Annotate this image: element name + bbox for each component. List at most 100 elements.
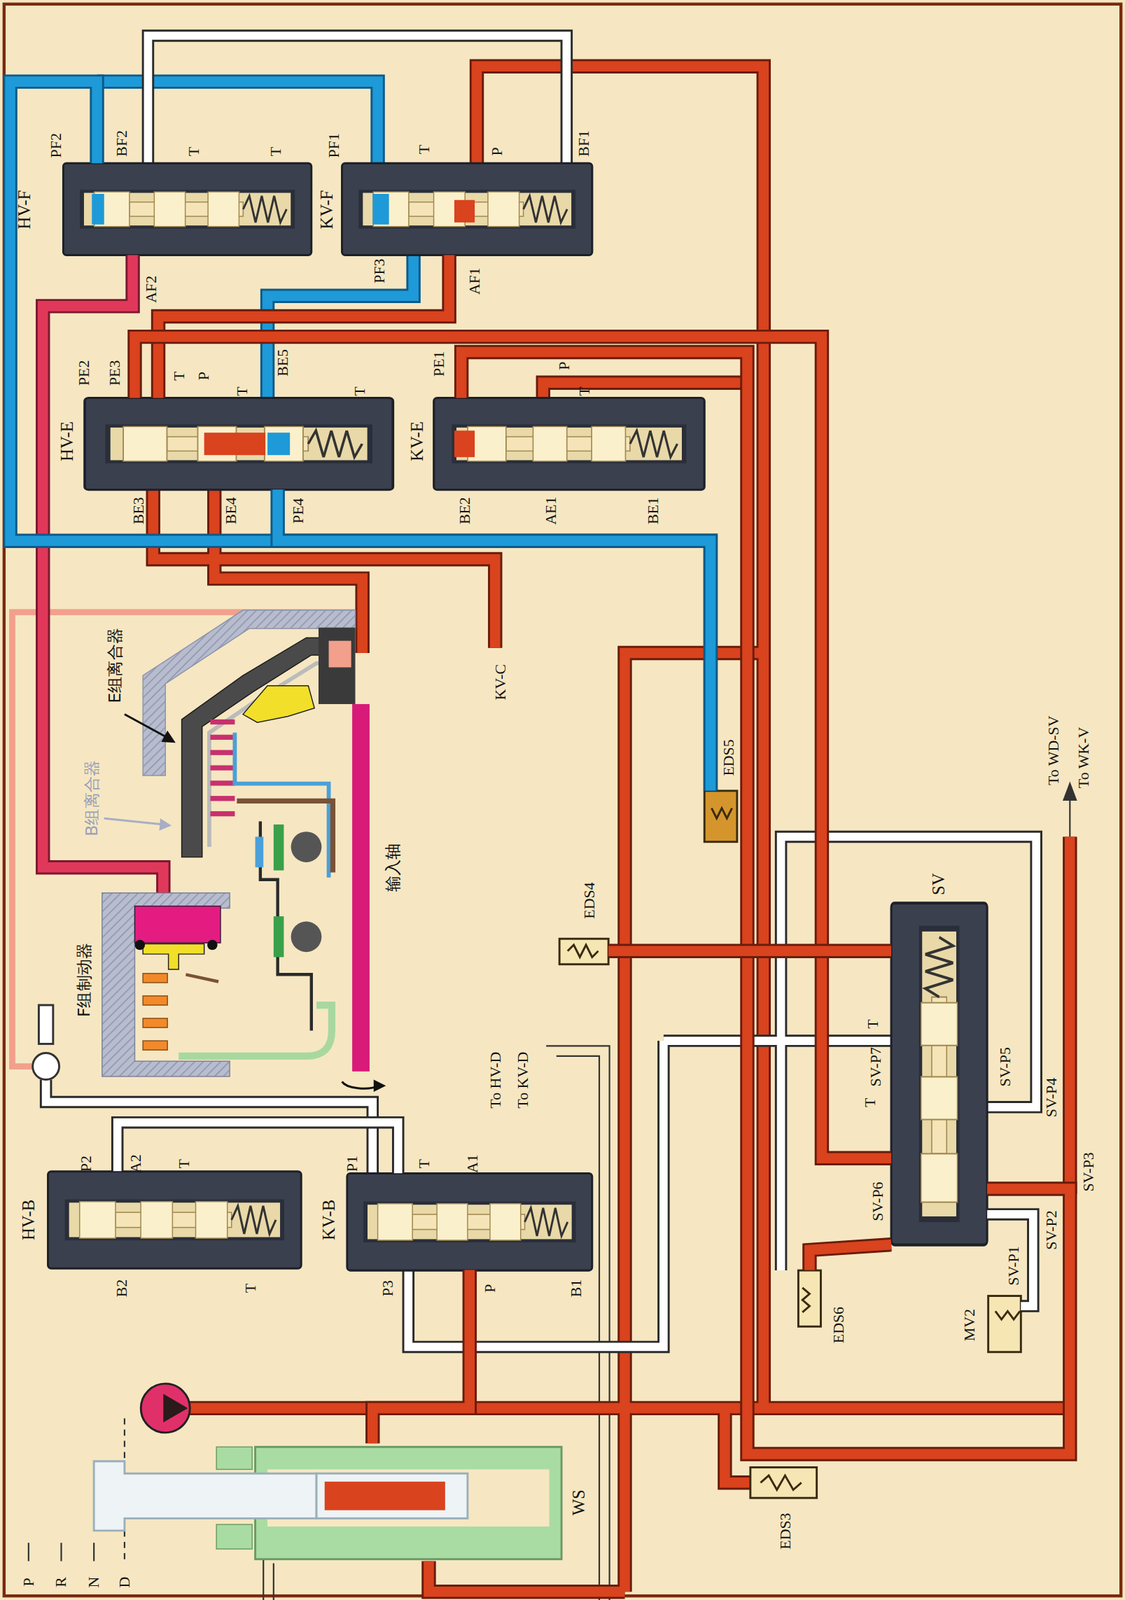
- pipe: [46, 35, 1037, 1347]
- thin-line: [1064, 784, 1076, 801]
- hydraulic-line-stroke: [987, 1214, 1034, 1307]
- hydraulic-line-stroke: [277, 490, 711, 792]
- hydraulic-line-stroke: [372, 1270, 470, 1445]
- hydraulic-line-stroke: [158, 254, 450, 398]
- component-box: HV-B: [48, 1171, 302, 1270]
- port-label: PE1: [431, 349, 447, 377]
- clutch-illustration: [273, 824, 285, 871]
- hydraulic-line-stroke: [10, 81, 711, 792]
- clutch-illustration: [373, 1079, 386, 1092]
- check-valve: [32, 1053, 60, 1081]
- hydraulic-line-stroke: [158, 254, 450, 398]
- brake-illustration: [142, 996, 168, 1006]
- clutch-illustration: [210, 811, 235, 817]
- component-box: WS: [214, 1444, 562, 1562]
- clutch-illustration: [104, 818, 164, 825]
- port-label: A1: [465, 1153, 481, 1175]
- clutch-illustration: [178, 1005, 332, 1057]
- port-label: SV-P7: [868, 1045, 884, 1088]
- clutch-illustration: [273, 916, 285, 957]
- component-box: KV-F: [342, 163, 593, 255]
- brake-illustration: [142, 973, 168, 983]
- selector-valve: [93, 1447, 562, 1560]
- valve-body: [84, 398, 393, 491]
- clutch-illustration: [209, 663, 337, 848]
- port-label: T: [242, 1282, 258, 1294]
- valve-body: [204, 432, 266, 456]
- port-label: T: [352, 385, 368, 397]
- port-label: PF1: [326, 131, 342, 159]
- pipe: [46, 35, 1037, 1347]
- port-label: E组离合器: [107, 626, 124, 705]
- component-name: EDS5: [721, 737, 737, 777]
- check-valve: [38, 1005, 53, 1044]
- brake-illustration: [185, 974, 219, 982]
- component-name: HV-F: [16, 189, 34, 230]
- clutch-illustration: [104, 610, 386, 1093]
- hydraulic-line: [372, 1270, 470, 1445]
- port-label: D: [116, 1575, 133, 1589]
- port-label: BE2: [456, 495, 472, 526]
- port-label: P: [21, 1576, 37, 1588]
- solenoid: [988, 1296, 1022, 1353]
- valve-body: [342, 163, 593, 255]
- port-label: T: [862, 1096, 878, 1108]
- hydraulic-line-stroke: [809, 1244, 892, 1270]
- port-label: P2: [79, 1154, 95, 1173]
- component-box: MV2: [988, 1296, 1022, 1353]
- port-label: BF2: [114, 128, 131, 158]
- port-label: SV-P3: [1080, 1150, 1096, 1193]
- hydraulic-line-stroke: [117, 1122, 399, 1174]
- hydraulic-line: [158, 254, 450, 398]
- component-name: KV-E: [408, 420, 426, 463]
- hydraulic-line: [42, 254, 164, 893]
- brake-illustration: [134, 906, 220, 943]
- valve-body: [48, 163, 988, 1271]
- valve-body: [454, 200, 475, 223]
- port-label: T: [234, 385, 250, 397]
- port-label: T: [415, 143, 432, 155]
- port-label: BE5: [275, 347, 291, 378]
- clutch-illustration: [234, 732, 329, 878]
- hydraulic-line-stroke: [277, 490, 711, 792]
- port-label: T: [170, 369, 187, 381]
- brake-illustration: [102, 893, 230, 1077]
- clutch-illustration: [210, 795, 235, 801]
- valve-body: [372, 193, 389, 225]
- pipe: [11, 35, 1070, 1592]
- hydraulic-line-stroke: [608, 944, 892, 959]
- port-label: To WK-V: [1076, 725, 1093, 789]
- valve-body: [891, 903, 988, 1245]
- valve-body: [48, 1171, 302, 1270]
- pump-symbol: [140, 1384, 190, 1434]
- port-label: T: [176, 1157, 192, 1170]
- brake-illustration: [142, 944, 204, 970]
- port-label: PF3: [372, 256, 388, 284]
- port-label: AF2: [143, 274, 159, 304]
- selector-valve: [216, 1524, 253, 1550]
- solenoid: [750, 1467, 817, 1499]
- port-label: R: [53, 1575, 70, 1589]
- component-box: EDS6: [798, 1270, 821, 1327]
- hydraulic-line: [608, 950, 892, 952]
- component-name: EDS3: [778, 1511, 794, 1550]
- brake-illustration: [142, 1018, 168, 1028]
- port-label: B组离合器: [84, 758, 101, 838]
- hydraulic-line-stroke: [461, 352, 1070, 1455]
- component-name: KV-F: [317, 189, 336, 230]
- component-name: MV2: [961, 1307, 978, 1343]
- selector-valve: [324, 1482, 446, 1511]
- valve-body: [434, 398, 705, 491]
- component-name: SV: [930, 871, 948, 897]
- valve-body: [63, 163, 311, 255]
- clutch-illustration: [318, 627, 355, 705]
- port-label: BE1: [645, 495, 661, 526]
- pump-symbol: [163, 1393, 188, 1423]
- component-name: WS: [569, 1488, 588, 1517]
- selector-valve: [216, 1447, 253, 1470]
- hydraulic-line-stroke: [42, 254, 164, 893]
